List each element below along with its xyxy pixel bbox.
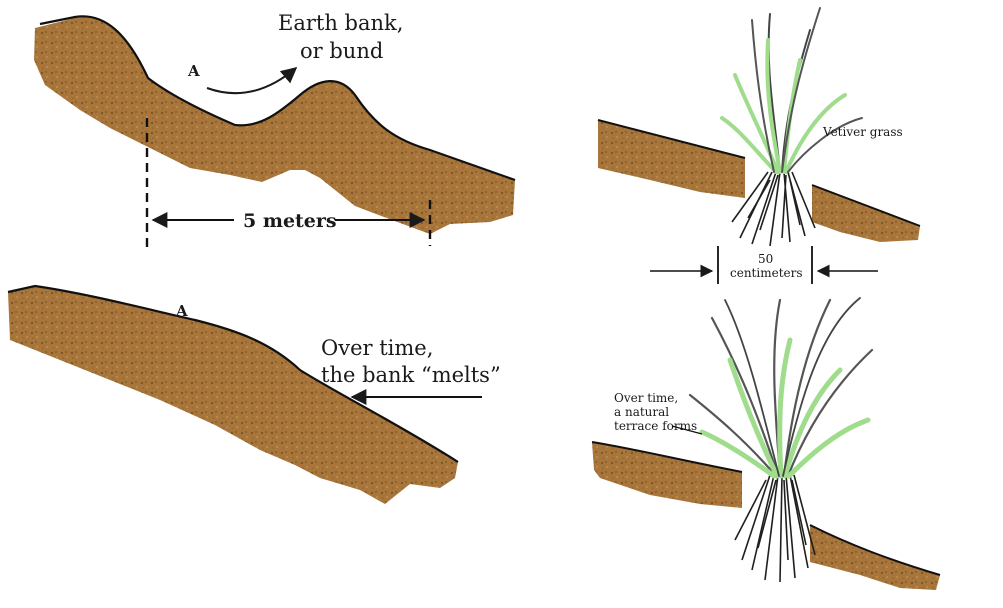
soil-profile-eroded — [8, 286, 458, 504]
panel-earth-bank: A Earth bank, or bund 5 meters — [34, 11, 515, 248]
melts-caption-line2: the bank “melts” — [321, 363, 501, 387]
earth-bank-label-line1: Earth bank, — [278, 11, 403, 35]
earth-bank-arrow — [207, 68, 296, 93]
terrace-caption-line2: a natural — [614, 405, 669, 419]
earth-bank-label-line2: or bund — [300, 39, 383, 63]
soil-slope-lower-left — [592, 442, 742, 508]
point-a-label: A — [187, 62, 200, 80]
vetiver-roots-lower — [735, 475, 815, 582]
soil-slope-upper-right — [812, 185, 920, 242]
panel-natural-terrace: Over time, a natural terrace forms — [592, 298, 940, 590]
hedge-width-value: 50 — [758, 252, 773, 266]
panel-bank-melts: A Over time, the bank “melts” — [8, 286, 501, 504]
vetiver-grass-label: Vetiver grass — [822, 125, 903, 139]
point-a-label-eroded: A — [175, 302, 188, 320]
terrace-caption-line1: Over time, — [614, 391, 678, 405]
distance-label: 5 meters — [243, 210, 337, 232]
melts-caption-line1: Over time, — [321, 336, 433, 360]
soil-profile-with-bund — [34, 17, 515, 234]
panel-vetiver-hedge: Vetiver grass 50 centimeters — [598, 8, 920, 284]
vetiver-grass-lower — [690, 298, 872, 476]
terrace-caption-line3: terrace forms — [614, 419, 697, 433]
vetiver-grass-upper — [722, 8, 862, 172]
hedge-width-unit: centimeters — [730, 266, 803, 280]
soil-slope-upper-left — [598, 120, 745, 198]
